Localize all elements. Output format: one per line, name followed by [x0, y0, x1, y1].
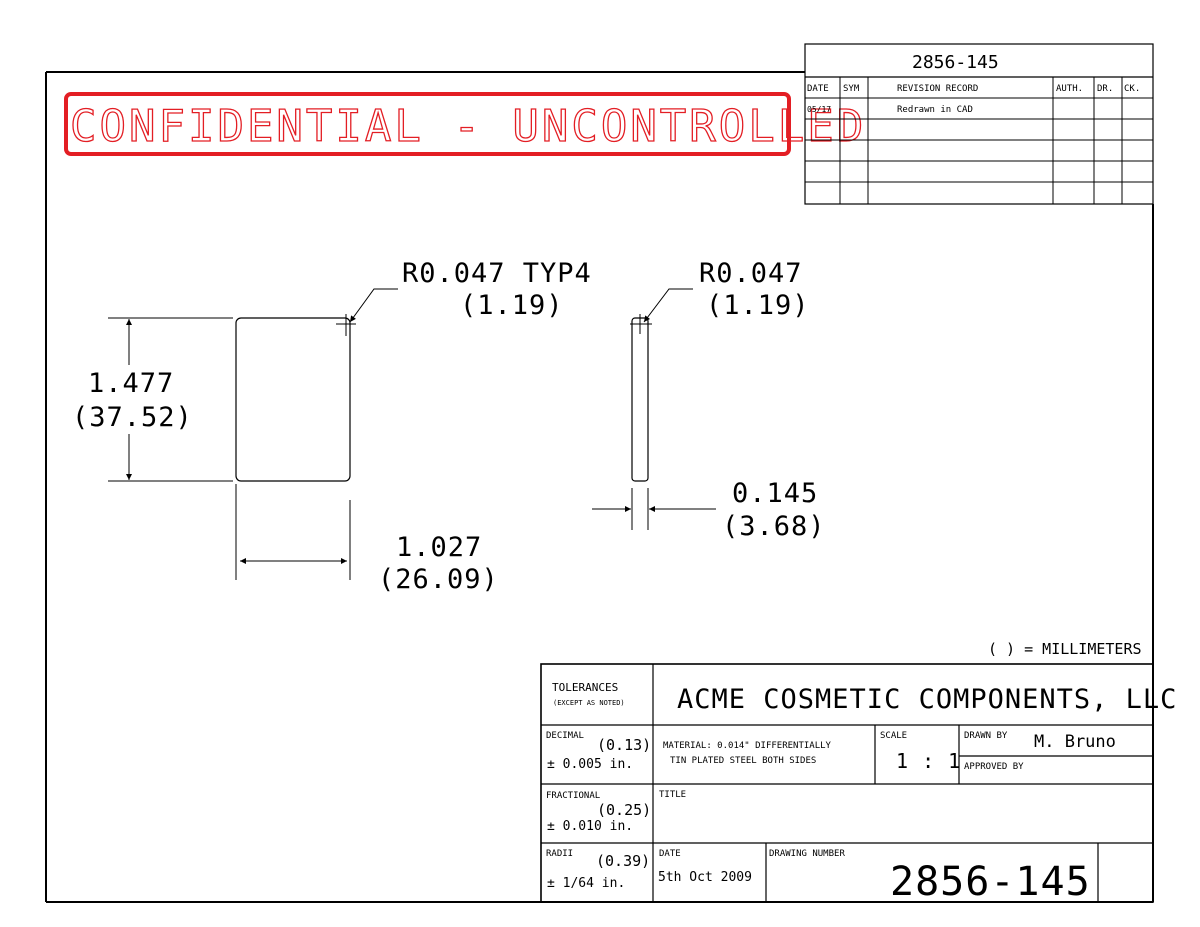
rev-header-record: REVISION RECORD	[897, 84, 978, 94]
drawing-number-label: DRAWING NUMBER	[769, 849, 845, 859]
drawing-border	[45, 71, 1154, 903]
tolerances-sub: (EXCEPT AS NOTED)	[553, 699, 625, 707]
title-label: TITLE	[659, 790, 686, 800]
material-line-2: TIN PLATED STEEL BOTH SIDES	[670, 756, 816, 766]
decimal-tolerance: ± 0.005 in.	[547, 757, 633, 772]
scale-label: SCALE	[880, 731, 907, 741]
side-radius-mm: (1.19)	[706, 290, 810, 321]
drawing-number: 2856-145	[890, 859, 1091, 905]
drawn-by-label: DRAWN BY	[964, 731, 1008, 741]
rev-header-sym: SYM	[843, 84, 860, 94]
rev-row-date: 05/17	[807, 105, 831, 114]
width-dimension-mm: (26.09)	[378, 564, 499, 595]
height-dimension-mm: (37.52)	[72, 402, 193, 433]
rev-header-ck: CK.	[1124, 84, 1140, 94]
radii-tolerance: ± 1/64 in.	[547, 876, 625, 891]
front-radius-mm: (1.19)	[460, 290, 564, 321]
rev-header-auth: AUTH.	[1056, 84, 1083, 94]
front-view: R0.047 TYP4 (1.19) 1.477 (37.52) 1.027 (…	[72, 258, 592, 595]
units-note: ( ) = MILLIMETERS	[988, 640, 1142, 658]
scale-value: 1 : 1	[896, 749, 961, 773]
date-label: DATE	[659, 849, 681, 859]
company-name: ACME COSMETIC COMPONENTS, LLC	[677, 684, 1177, 715]
fractional-mm: (0.25)	[597, 801, 651, 819]
decimal-label: DECIMAL	[546, 731, 584, 741]
front-view-outline	[235, 317, 351, 482]
title-block: TOLERANCES (EXCEPT AS NOTED) ACME COSMET…	[540, 663, 1177, 905]
thickness-dimension: 0.145	[732, 478, 818, 509]
fractional-tolerance: ± 0.010 in.	[547, 819, 633, 834]
thickness-dimension-mm: (3.68)	[722, 511, 826, 542]
material-line-1: MATERIAL: 0.014" DIFFERENTIALLY	[663, 741, 832, 751]
confidential-stamp-text: CONFIDENTIAL - UNCONTROLLED	[70, 101, 866, 152]
front-radius-label: R0.047 TYP4	[402, 258, 592, 289]
decimal-mm: (0.13)	[597, 736, 651, 754]
revision-block: 2856-145 DATE SYM REVISION RECORD AUTH. …	[804, 43, 1154, 205]
rev-header-date: DATE	[807, 84, 829, 94]
side-view: R0.047 (1.19) 0.145 (3.68)	[592, 258, 826, 542]
confidential-stamp: CONFIDENTIAL - UNCONTROLLED	[64, 92, 866, 156]
rev-header-dr: DR.	[1097, 84, 1113, 94]
width-dimension: 1.027	[396, 532, 482, 563]
radii-label: RADII	[546, 849, 573, 859]
tolerances-label: TOLERANCES	[552, 681, 618, 694]
side-view-outline	[631, 317, 649, 482]
rev-row-record: Redrawn in CAD	[897, 105, 973, 115]
approved-by-label: APPROVED BY	[964, 762, 1024, 772]
revision-block-drawing-number: 2856-145	[912, 52, 999, 73]
fractional-label: FRACTIONAL	[546, 791, 600, 801]
drawn-by-name: M. Bruno	[1034, 732, 1116, 752]
radii-mm: (0.39)	[596, 852, 650, 870]
height-dimension: 1.477	[88, 368, 174, 399]
date-value: 5th Oct 2009	[658, 870, 752, 885]
side-radius-label: R0.047	[699, 258, 803, 289]
